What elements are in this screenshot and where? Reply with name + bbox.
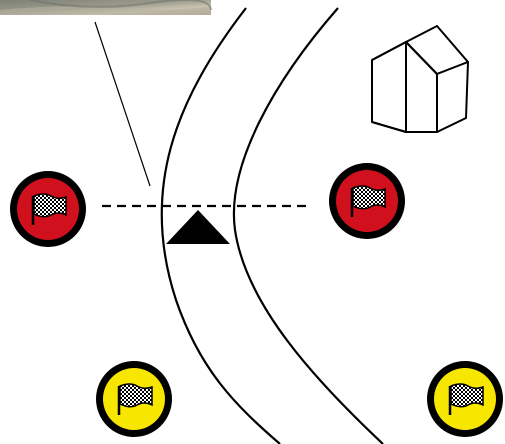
aerial-photo-thumbnail: [0, 0, 211, 15]
track-inner-edge: [162, 8, 280, 444]
red-finish-flag-right[interactable]: [329, 163, 405, 239]
house-icon: [372, 26, 468, 132]
photo-leader-line: [95, 22, 150, 186]
triangle-marker-icon: [166, 210, 230, 244]
yellow-finish-flag-left[interactable]: [96, 361, 172, 437]
red-finish-flag-left[interactable]: [10, 171, 86, 247]
yellow-finish-flag-right[interactable]: [427, 361, 503, 437]
